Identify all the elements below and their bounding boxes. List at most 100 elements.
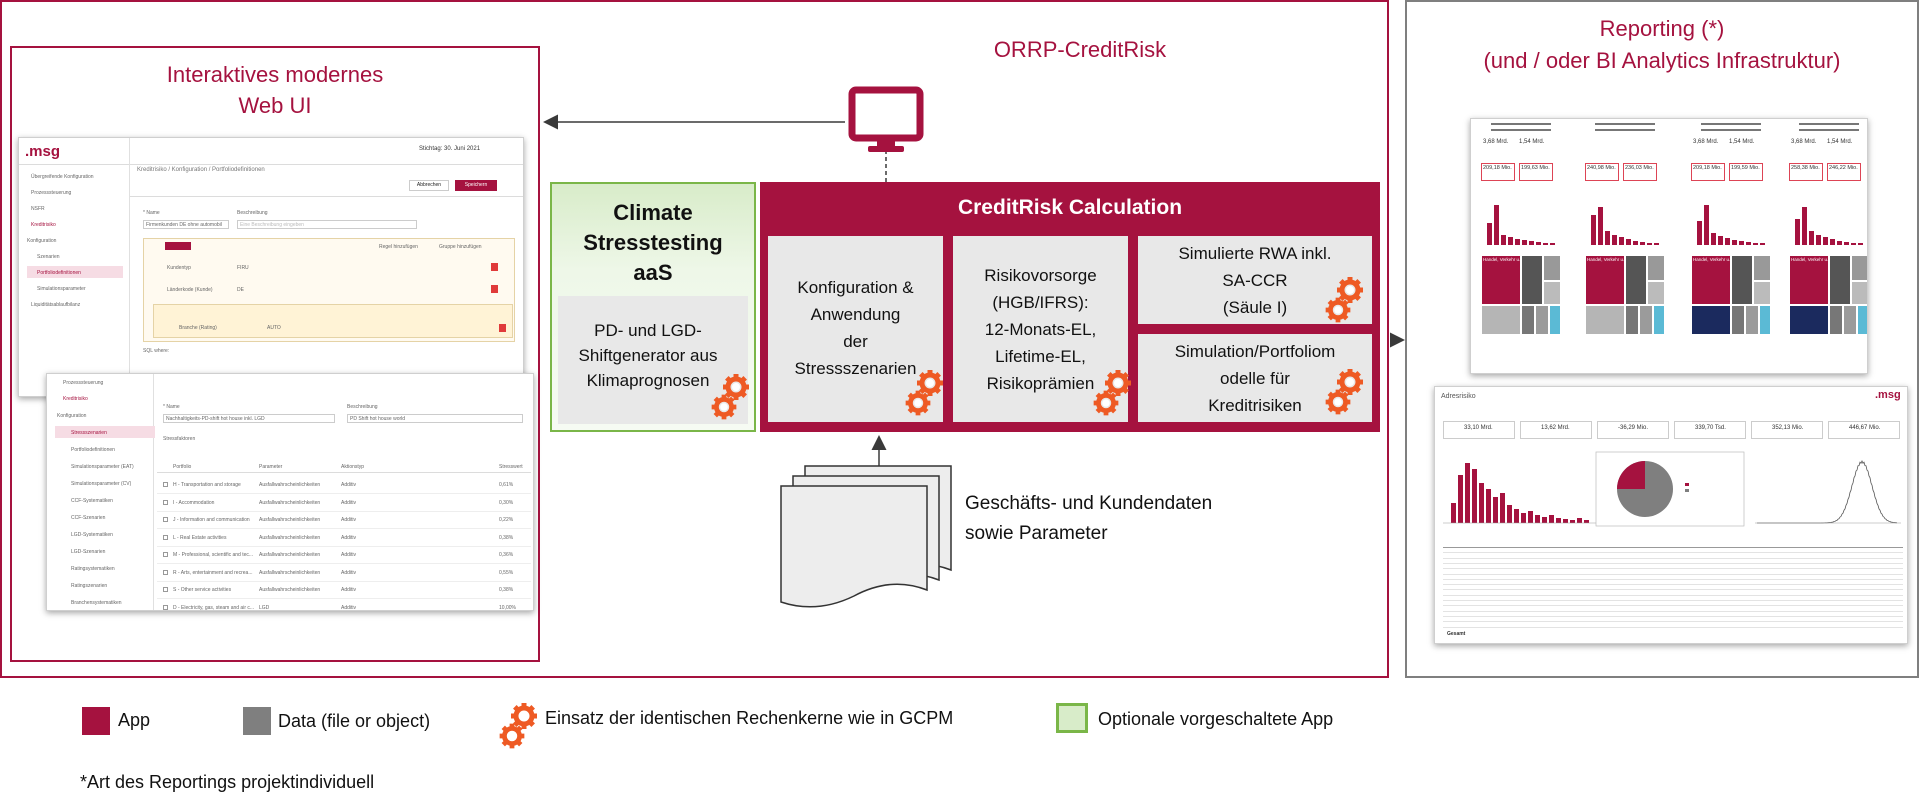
histogram-bar bbox=[1584, 520, 1589, 523]
nav-item[interactable]: Kreditrisiko bbox=[63, 396, 88, 402]
table-cell: Additiv bbox=[341, 482, 357, 488]
nav-item[interactable]: Ratingszenarien bbox=[71, 583, 108, 589]
treemap-tile bbox=[1543, 281, 1561, 305]
table-sum-label: Gesamt bbox=[1447, 631, 1466, 637]
cell1-line: Anwendung bbox=[810, 305, 901, 324]
bar bbox=[1494, 205, 1499, 245]
nav-item[interactable]: Simulationsparameter (EAT) bbox=[71, 464, 134, 470]
nav-item[interactable]: NSFR bbox=[31, 206, 45, 212]
bar bbox=[1633, 241, 1638, 245]
row-checkbox[interactable] bbox=[163, 482, 168, 487]
delete-icon[interactable] bbox=[491, 285, 498, 293]
delete-icon[interactable] bbox=[499, 324, 506, 332]
name-label-2: * Name bbox=[163, 404, 180, 410]
nav-item[interactable]: Branchensystematiken bbox=[71, 600, 122, 606]
treemap-tile bbox=[1789, 255, 1829, 305]
add-rule-button[interactable]: Regel hinzufügen bbox=[379, 244, 418, 250]
nav-item[interactable]: Ratingsystematiken bbox=[71, 566, 115, 572]
row-checkbox[interactable] bbox=[163, 499, 168, 505]
save-button[interactable]: Speichern bbox=[455, 180, 497, 191]
nav-item[interactable]: Simulationsparameter (CV) bbox=[71, 481, 132, 487]
row-checkbox[interactable] bbox=[163, 534, 168, 540]
nav-item[interactable]: Portfoliodefinitionen bbox=[37, 270, 81, 276]
table-cell: Ausfallwahrscheinlichkeiten bbox=[259, 552, 321, 558]
breadcrumb: Kreditrisiko / Konfiguration / Portfolio… bbox=[137, 167, 265, 173]
rule-value[interactable]: AUTO bbox=[267, 325, 281, 331]
cell3-line: SA-CCR bbox=[1222, 271, 1288, 290]
nav-item[interactable]: Portfoliodefinitionen bbox=[71, 447, 115, 453]
histogram-bar bbox=[1577, 518, 1582, 523]
pie-chart bbox=[1595, 451, 1745, 527]
webui-title: Interaktives modernes Web UI bbox=[60, 59, 490, 121]
treemap-tile bbox=[1759, 305, 1771, 335]
table-cell: Ausfallwahrscheinlichkeiten bbox=[259, 569, 321, 576]
bar bbox=[1640, 242, 1645, 245]
histogram-bar bbox=[1549, 515, 1554, 523]
nav-item[interactable]: CCF-Szenarien bbox=[71, 515, 106, 521]
name-input-2[interactable]: Nachhaltigkeits-PD-shift hot house inkl.… bbox=[163, 414, 335, 423]
header-text bbox=[1799, 123, 1859, 125]
nav-item[interactable]: Prozesssteuerung bbox=[63, 380, 104, 386]
nav-item[interactable]: Kreditrisiko bbox=[31, 222, 56, 228]
treemap-tile bbox=[1535, 305, 1549, 335]
treemap-tile bbox=[1691, 255, 1731, 305]
description-input-2-value: PD Shift hot house world bbox=[350, 416, 406, 422]
treemap-tile bbox=[1731, 255, 1753, 305]
cell-rwa-text: Simulierte RWA inkl. SA-CCR (Säule I) bbox=[1138, 240, 1372, 321]
nav-item[interactable]: CCF-Systematiken bbox=[71, 498, 113, 504]
row-checkbox[interactable] bbox=[163, 517, 168, 522]
nav-item[interactable]: LGD-Systematiken bbox=[71, 532, 113, 538]
climate-title-line3: aaS bbox=[633, 260, 673, 285]
rule-field[interactable]: Branche (Rating) bbox=[179, 325, 217, 331]
nav-item[interactable]: Prozesssteuerung bbox=[31, 190, 72, 196]
name-input[interactable]: Firmenkunden DE ohne automobil bbox=[143, 220, 229, 229]
cancel-button[interactable]: Abbrechen bbox=[409, 180, 449, 191]
delete-icon[interactable] bbox=[491, 263, 498, 271]
table-cell: Additiv bbox=[341, 534, 357, 541]
table-cell: Ausfallwahrscheinlichkeiten bbox=[259, 482, 321, 488]
kpi-value: 1,54 Mrd. bbox=[1729, 139, 1755, 145]
bar bbox=[1830, 239, 1835, 245]
rule-value[interactable]: DE bbox=[237, 287, 244, 293]
table-cell: Ausfallwahrscheinlichkeiten bbox=[259, 534, 321, 541]
nav-item[interactable]: Liquiditätsablaufbilanz bbox=[31, 302, 81, 308]
table-cell: 0,61% bbox=[499, 482, 514, 488]
bar bbox=[1522, 240, 1527, 245]
row-checkbox[interactable] bbox=[163, 569, 168, 575]
name-label: * Name bbox=[143, 210, 160, 216]
treemap-label: Handel, Verkehr u. bbox=[1587, 257, 1625, 262]
nav-item[interactable]: Szenarien bbox=[37, 254, 60, 260]
treemap-tile bbox=[1789, 305, 1829, 335]
rule-field[interactable]: Länderkode (Kunde) bbox=[167, 287, 213, 293]
nav-item[interactable]: Stressszenarien bbox=[71, 430, 107, 436]
nav-item[interactable]: Konfiguration bbox=[27, 238, 57, 244]
table-row bbox=[1443, 557, 1903, 559]
rule-field[interactable]: Kundentyp bbox=[167, 265, 191, 271]
description-input[interactable]: Eine Beschreibung eingeben bbox=[237, 220, 417, 229]
bar bbox=[1753, 243, 1758, 245]
row-checkbox[interactable] bbox=[163, 552, 168, 557]
treemap-label: Handel, Verkehr u. bbox=[1483, 257, 1521, 262]
nav-item[interactable]: Übergreifende Konfiguration bbox=[31, 174, 94, 180]
bar bbox=[1725, 238, 1730, 245]
nav-item[interactable]: Konfiguration bbox=[57, 413, 87, 419]
table-cell: Additiv bbox=[341, 552, 357, 558]
kpi-card bbox=[1827, 163, 1861, 181]
description-input-2[interactable]: PD Shift hot house world bbox=[347, 414, 523, 423]
nav-item[interactable]: LGD-Szenarien bbox=[71, 549, 106, 555]
reporting-title-line2: (und / oder BI Analytics Infrastruktur) bbox=[1483, 48, 1841, 73]
row-checkbox[interactable] bbox=[163, 587, 168, 592]
histogram-bar bbox=[1528, 511, 1533, 523]
bar bbox=[1704, 205, 1709, 245]
table-cell: D - Electricity, gas, steam and air c... bbox=[173, 604, 255, 611]
cell4-line: Simulation/Portfoliom bbox=[1174, 342, 1336, 361]
row-checkbox[interactable] bbox=[163, 604, 168, 610]
treemap-tile bbox=[1481, 255, 1521, 305]
legend-optional-swatch bbox=[1056, 703, 1088, 733]
nav-item[interactable]: Simulationsparameter bbox=[37, 286, 86, 292]
add-group-button[interactable]: Gruppe hinzufügen bbox=[439, 244, 482, 250]
bar bbox=[1732, 240, 1737, 245]
rule-value[interactable]: FIRU bbox=[237, 265, 249, 271]
orrp-main-frame bbox=[0, 0, 1389, 678]
